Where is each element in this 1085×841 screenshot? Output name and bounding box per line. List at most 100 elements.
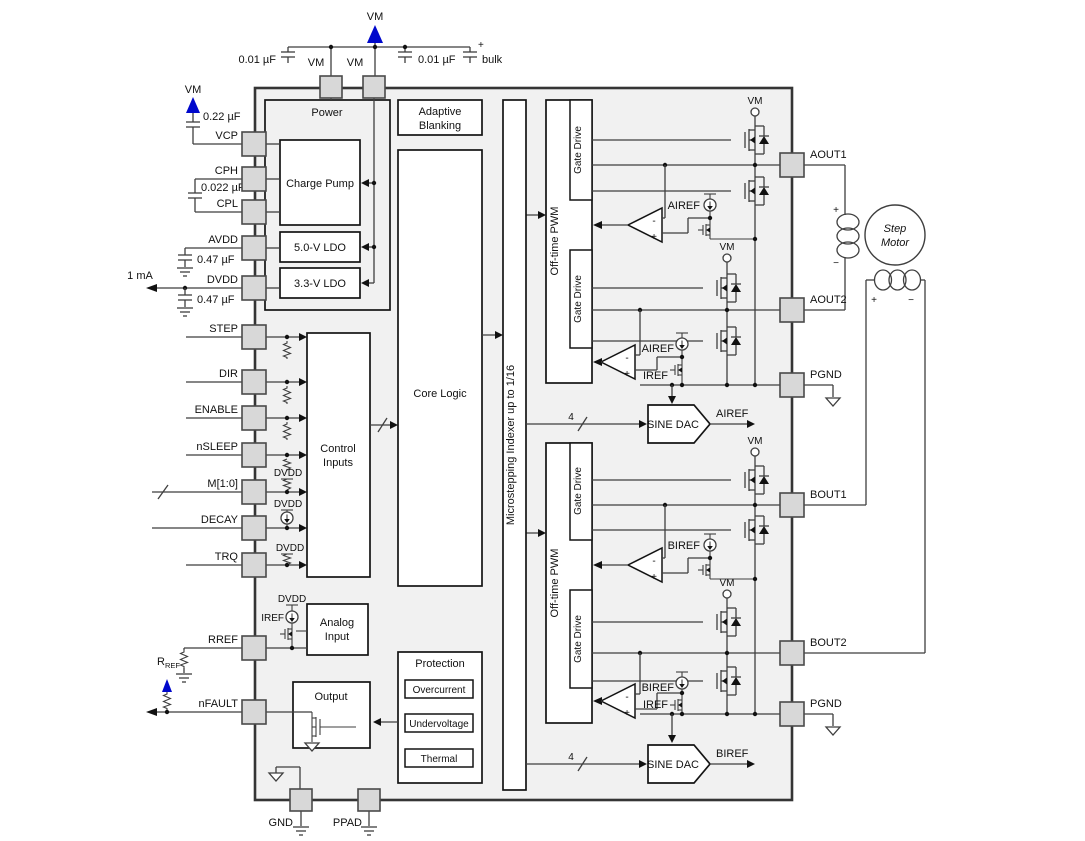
aout1-label: AOUT1 [810,149,847,161]
plus-input: + [651,572,657,583]
dvdd-cap-value: 0.47 µF [197,294,235,306]
output-block: Output [266,681,371,752]
analog-line1: Analog [320,617,354,629]
channel-a-output-stage: VM VM - + AIREF [592,96,780,404]
pin-cph [241,166,267,192]
ground-icon [175,673,193,683]
coil-b-icon [888,269,907,291]
cp-cap-value: 0.022 µF [201,182,245,194]
left-supply-externals: VM 0.22 µF 0.022 µF 0.47 µF 1 mA 0.47 µF [127,84,245,317]
logic-arrows [370,211,546,537]
comparator-icon [599,343,636,381]
pin-avdd [241,235,267,261]
pin-gnd [289,788,313,812]
adaptive-blanking-block: Adaptive Blanking [397,99,483,136]
vm-b1-label: VM [748,436,763,447]
dvdd-iref-label: DVDD [278,594,306,605]
minus-input: - [625,692,628,703]
pgnd-a-label: PGND [810,369,842,381]
biref-label: BIREF [642,682,675,694]
pwm-b-label: Off-time PWM [549,549,561,618]
protection-block: Protection Overcurrent Undervoltage Ther… [373,651,483,784]
coil-a-icon [836,241,860,259]
vm-arrow-icon [186,97,200,113]
cpl-label: CPL [217,198,238,210]
vm-label: VM [185,84,202,96]
pin-trq [241,552,267,578]
sine-dac-a-label: SINE DAC [647,419,699,431]
sine-dac-b-label: SINE DAC [647,759,699,771]
ground-icon [176,267,194,277]
rref-nfault-externals: R REF [146,647,242,716]
step-motor-icon [864,204,926,266]
thermal-label: Thermal [421,754,458,765]
control-inputs-wiring: DVDD DVDD DVDD [266,333,307,569]
pin-nfault [241,699,267,725]
undervoltage-block [404,713,474,733]
motor-externals: + − Step Motor + − [804,164,926,736]
signal-ground-icon [825,726,841,736]
iref-source-label: IREF [261,613,284,624]
coil-a-icon [836,213,860,231]
pin-vm-1 [319,75,343,99]
airef-label: AIREF [668,200,701,212]
pin-m10 [241,479,267,505]
gate-drive-a2-block [569,249,593,349]
comparator-icon [599,682,636,720]
sine-dac-b: 4 SINE DAC BIREF [526,744,755,784]
ground-icon [360,826,378,836]
minus-input: - [625,353,628,364]
bus-width-label: 4 [568,412,574,423]
top-supply-network: VM 0.01 µF 0.01 µF + bulk VM VM [238,11,503,76]
vm-b1-terminal-icon [750,447,760,457]
sine-dac-a-block [647,404,712,444]
gate-drive-b1-label: Gate Drive [573,467,584,515]
bulk-capacitor-icon [462,51,478,58]
nsleep-label: nSLEEP [196,441,238,453]
biref-out-label: BIREF [716,748,749,760]
nfault-out-arrow-icon [146,708,157,716]
thermal-block [404,748,474,768]
iref-label: IREF [643,370,668,382]
pwm-a-label: Off-time PWM [549,207,561,276]
ground-icon [176,307,194,317]
gate-drive-a2-label: Gate Drive [573,275,584,323]
bus-width-label: 4 [568,752,574,763]
dvdd-load-label: 1 mA [127,270,153,282]
airef-current-source-icon [703,198,717,212]
comparator-icon [626,546,663,584]
control-inputs-block: Control Inputs [306,332,371,578]
cph-label: CPH [215,165,238,177]
minus-input: - [652,216,655,227]
output-label: Output [314,691,347,703]
bout1-label: BOUT1 [810,489,847,501]
gnd-pin-label: GND [269,817,294,829]
pgnd-b-label: PGND [810,698,842,710]
biref-label: BIREF [668,540,701,552]
rref-resistor-icon [179,649,189,669]
adaptive-line2: Blanking [419,120,461,132]
pin-labels: VCP CPH CPL AVDD DVDD STEP DIR ENABLE nS… [195,130,847,710]
current-out-arrow-icon [146,284,157,292]
sine-dac-b-block [647,744,712,784]
bulk-plus: + [478,40,484,51]
minus-input: - [652,556,655,567]
step-label: STEP [209,323,238,335]
decay-current-source-icon [280,511,294,525]
vcp-cap-value: 0.22 µF [203,111,241,123]
pin-vcp [241,131,267,157]
plus-input: + [624,708,630,719]
bus-slash [157,484,169,500]
pin-enable [241,405,267,431]
motor-name-line1: Step [884,223,907,235]
pin-vm-2 [362,75,386,99]
avdd-cap-value: 0.47 µF [197,254,235,266]
coil-a-minus: − [833,258,839,269]
pin-pgnd-a [779,372,805,398]
airef-current-source-icon [675,337,689,351]
pin-decay [241,515,267,541]
core-logic-block: Core Logic [397,149,483,587]
avdd-label: AVDD [208,234,238,246]
coil-a-plus: + [833,205,839,216]
gate-drive-a1-label: Gate Drive [573,126,584,174]
